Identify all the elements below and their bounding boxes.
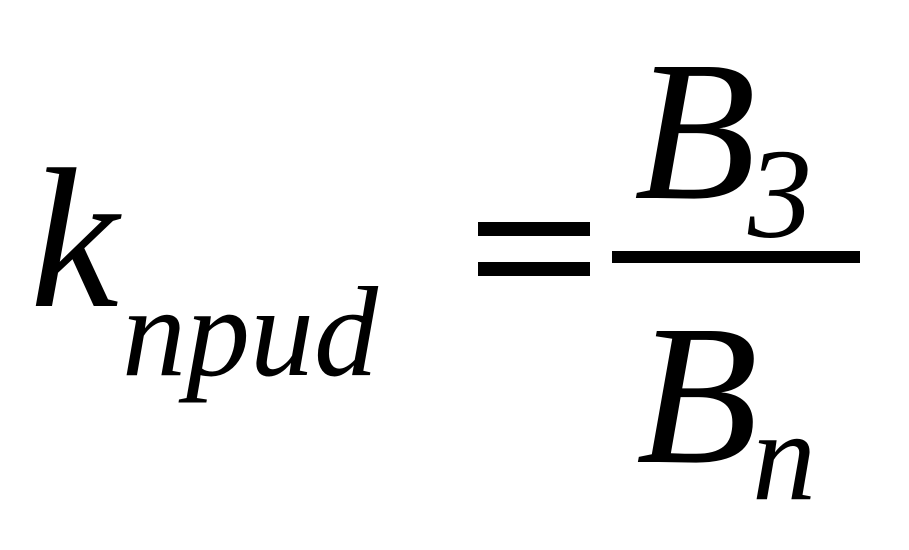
- fraction-bar: [612, 251, 860, 263]
- numerator-symbol: B: [634, 21, 757, 242]
- lhs-subscript: npud: [122, 261, 378, 403]
- equals-sign-bottom-bar: [478, 262, 590, 276]
- denominator-subscript: n: [752, 385, 816, 527]
- lhs-symbol: k: [30, 129, 119, 350]
- numerator-subscript: 3: [748, 123, 812, 265]
- denominator-symbol: B: [636, 285, 759, 506]
- equals-sign-top-bar: [478, 222, 590, 236]
